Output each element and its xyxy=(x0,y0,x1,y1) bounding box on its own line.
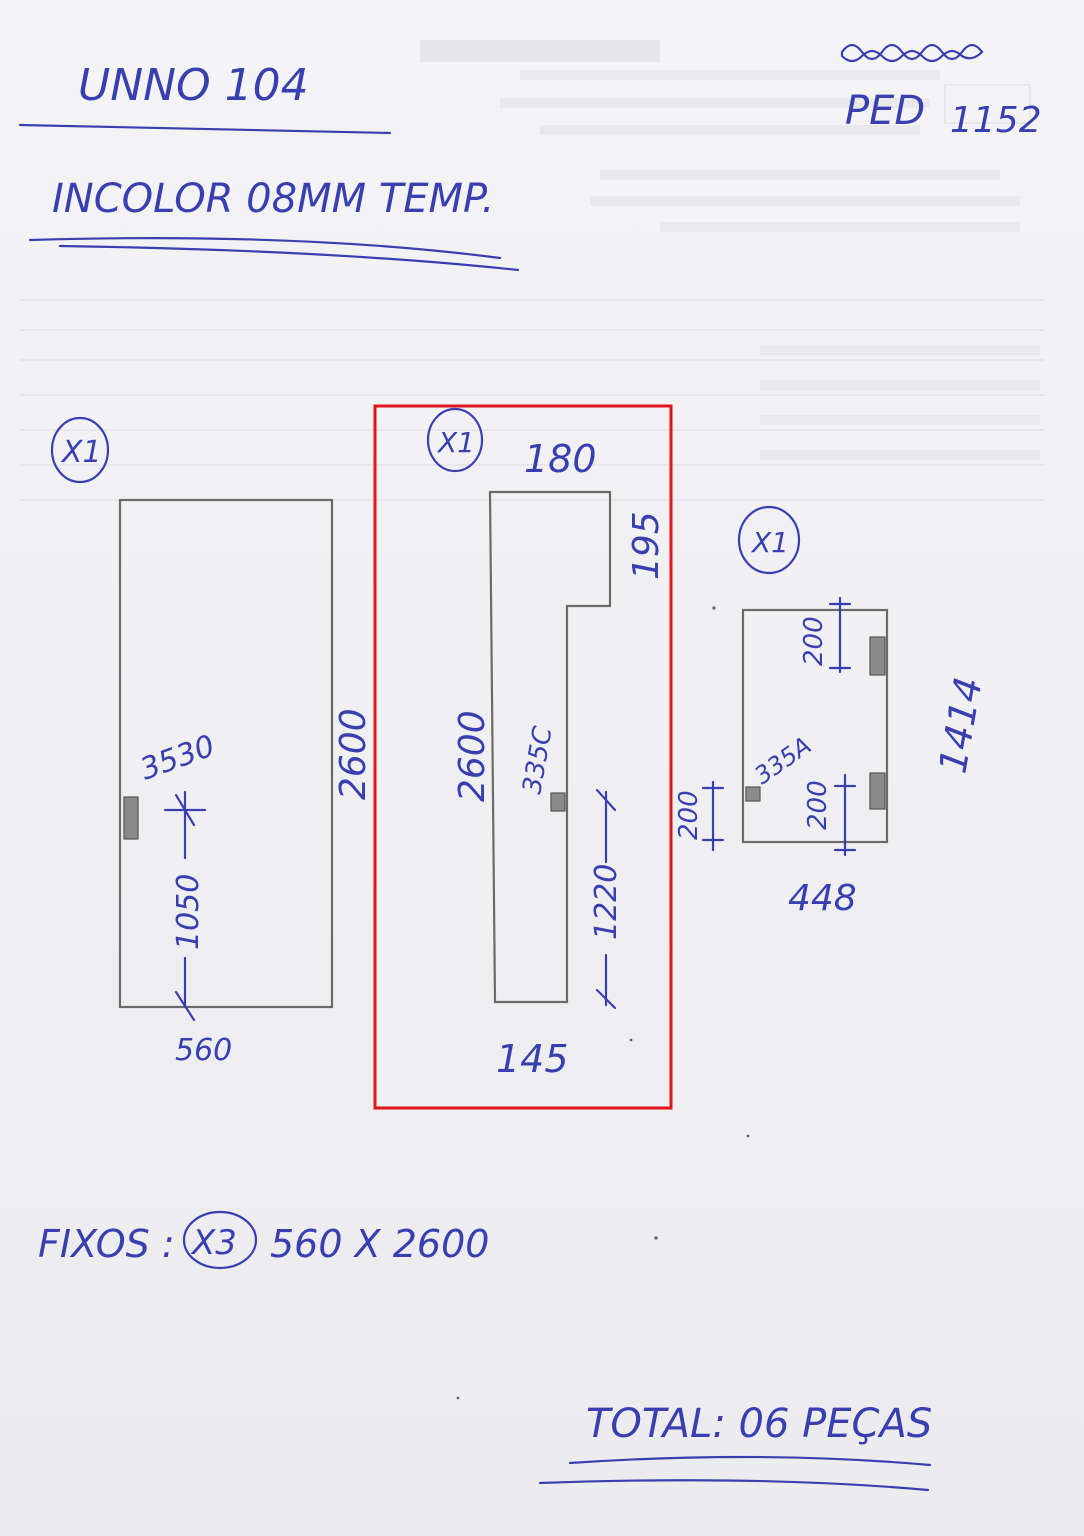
piece-3-dim-top-right: 200 xyxy=(799,616,829,666)
fixos-size: 560 X 2600 xyxy=(270,1222,489,1266)
piece-1-notch xyxy=(123,796,139,840)
piece-2-notch xyxy=(550,792,566,812)
piece-1-notch-offset: 1050 xyxy=(171,874,206,950)
highlight-box xyxy=(373,404,673,1110)
background-form xyxy=(20,40,1045,501)
piece-3-drawing: X1 200 200 200 335A 1414 448 xyxy=(674,505,991,919)
piece-3-qty: X1 xyxy=(750,526,789,559)
fixos-label: FIXOS : xyxy=(38,1222,175,1266)
piece-1-drawing: X1 2600 3530 1050 560 xyxy=(50,416,374,1068)
piece-2-height: 2600 xyxy=(452,710,493,802)
piece-1-qty: X1 xyxy=(60,435,102,470)
piece-2-qty: X1 xyxy=(436,426,475,459)
piece-2-notch-offset: 1220 xyxy=(589,864,624,940)
order-prefix: PED xyxy=(845,88,925,134)
piece-3-width: 448 xyxy=(788,878,857,919)
scribble-mark xyxy=(840,43,984,63)
fixos-note: FIXOS : X3 560 X 2600 xyxy=(38,1210,489,1270)
piece-2-top-height: 195 xyxy=(626,511,667,580)
piece-3-height: 1414 xyxy=(931,674,991,777)
piece-2-notch-code: 335C xyxy=(517,723,558,796)
piece-3-notch-top-right xyxy=(869,636,886,676)
piece-3-dim-left: 200 xyxy=(674,790,704,840)
piece-3-notch-bottom-right xyxy=(869,772,886,810)
glass-spec-label: INCOLOR 08MM TEMP. xyxy=(52,176,494,222)
order-number: 1152 xyxy=(950,100,1042,141)
piece-3-dim-bottom-right: 200 xyxy=(803,780,833,830)
piece-3-outline xyxy=(741,608,889,844)
total-label: TOTAL: 06 PEÇAS xyxy=(586,1401,932,1447)
piece-1-outline xyxy=(118,498,334,1009)
piece-1-notch-code: 3530 xyxy=(136,729,220,788)
piece-2-top-width: 180 xyxy=(524,437,597,481)
model-label: UNNO 104 xyxy=(78,60,309,111)
piece-3-notch-left xyxy=(745,786,761,802)
piece-1-height: 2600 xyxy=(333,708,374,800)
fixos-qty: X3 xyxy=(190,1223,237,1263)
piece-2-outline xyxy=(488,490,612,1004)
total-note: TOTAL: 06 PEÇAS xyxy=(538,1401,932,1492)
piece-1-width: 560 xyxy=(175,1033,232,1068)
piece-2-drawing: X1 180 195 2600 335C 1220 145 xyxy=(373,404,673,1110)
piece-2-bottom-width: 145 xyxy=(496,1037,569,1081)
